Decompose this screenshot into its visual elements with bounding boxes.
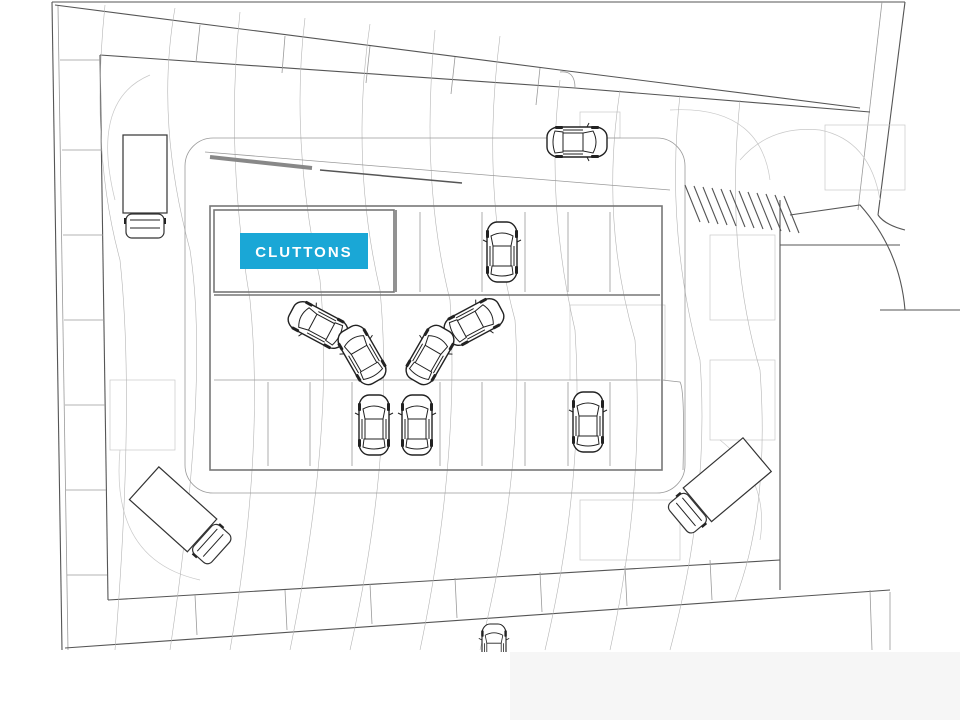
car-park-bays [209,205,684,471]
site-boundary [51,1,906,651]
perimeter-parking-blocks [60,24,713,636]
truck [122,134,168,239]
car [546,122,608,162]
truck [128,466,236,570]
pedestrian-crossing [684,184,800,234]
car [354,394,394,456]
car [482,221,522,283]
grey-panel [510,652,960,720]
car [397,394,437,456]
contour-lines [99,4,763,651]
cluttons-sign-label: CLUTTONS [255,244,352,261]
cluttons-sign: CLUTTONS [240,233,368,269]
central-island [184,137,686,494]
turning-guides [107,74,906,581]
perimeter-road [54,4,960,651]
car [568,391,608,453]
